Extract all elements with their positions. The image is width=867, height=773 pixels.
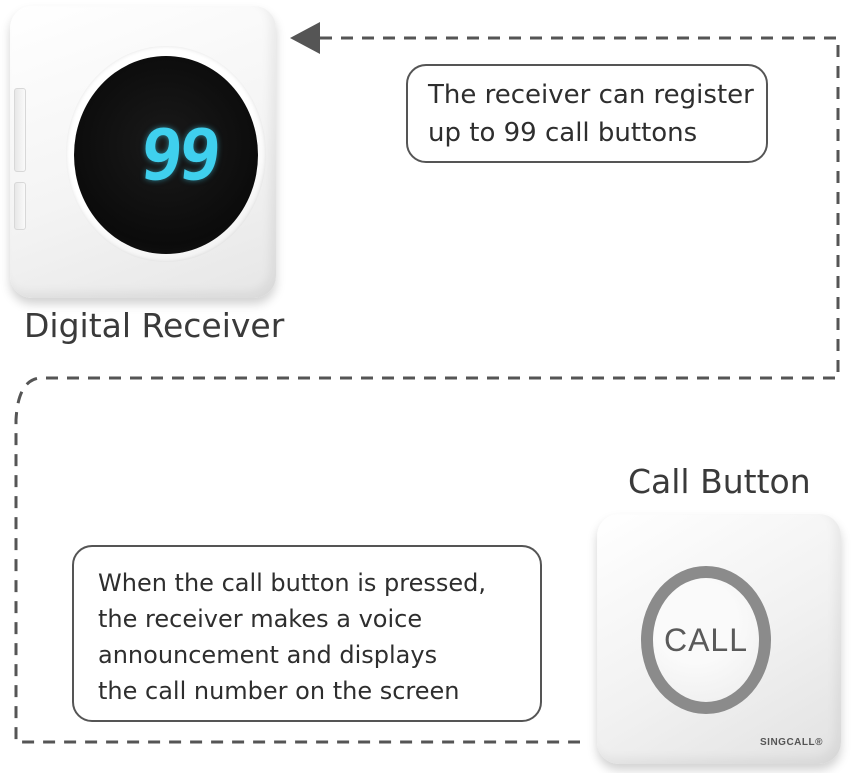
receiver-label: Digital Receiver: [24, 306, 285, 345]
receiver-display-digits: 99: [136, 114, 222, 196]
call-button-label: Call Button: [628, 462, 811, 501]
call-button-callout: When the call button is pressed, the rec…: [72, 545, 542, 722]
receiver-side-button-lower: [14, 182, 26, 230]
receiver-callout: The receiver can register up to 99 call …: [406, 64, 768, 163]
call-callout-line-1: When the call button is pressed,: [98, 569, 486, 597]
receiver-display-screen: [74, 56, 258, 254]
flow-arrowhead: [290, 22, 320, 54]
call-callout-line-4: the call number on the screen: [98, 677, 460, 705]
receiver-side-button-upper: [14, 88, 26, 172]
digital-receiver-device: 99: [10, 6, 276, 298]
receiver-callout-line-2: up to 99 call buttons: [428, 118, 698, 148]
call-button-text: CALL: [663, 621, 749, 658]
call-button-device: CALL SINGCALL®: [597, 514, 841, 764]
flow-dashed-line: [14, 36, 840, 744]
call-callout-line-2: the receiver makes a voice: [98, 605, 423, 633]
receiver-callout-line-1: The receiver can register: [428, 80, 754, 110]
call-callout-line-3: announcement and displays: [98, 641, 438, 669]
call-button-brand: SINGCALL®: [760, 737, 823, 748]
